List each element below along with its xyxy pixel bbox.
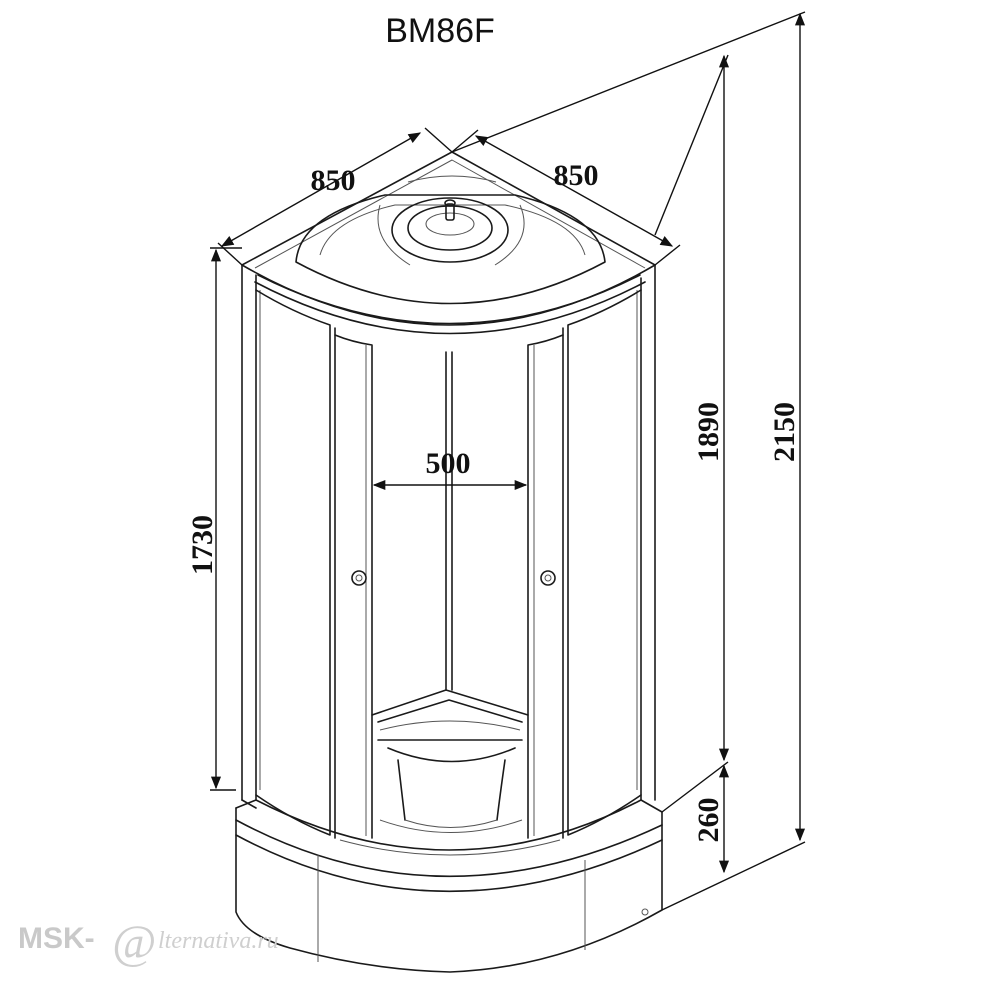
watermark-logo-glyph: @ xyxy=(112,916,156,969)
svg-text:500: 500 xyxy=(426,447,471,480)
shower-tray xyxy=(235,799,663,973)
svg-text:2150: 2150 xyxy=(768,402,801,462)
inner-tray-seat xyxy=(377,720,523,833)
ext-line-mid-260 xyxy=(661,761,729,813)
svg-text:MSK-: MSK- xyxy=(18,922,95,955)
right-sliding-door xyxy=(527,334,564,839)
dim-2150-total: 2150 xyxy=(768,12,806,842)
left-sliding-door xyxy=(334,334,373,839)
ext-line-top-1890 xyxy=(654,54,729,236)
left-fixed-glass xyxy=(255,289,336,839)
svg-text:lternativa.ru: lternativa.ru xyxy=(158,928,279,954)
ext-line-top-2150 xyxy=(451,11,806,153)
dim-500-opening: 500 xyxy=(372,447,528,491)
watermark: MSK- @ lternativa.ru xyxy=(18,916,279,969)
dim-260-tray: 260 xyxy=(692,764,730,874)
svg-text:1730: 1730 xyxy=(186,515,219,575)
svg-text:260: 260 xyxy=(692,798,725,843)
interior-back-walls xyxy=(371,351,529,723)
left-side-panel xyxy=(241,264,261,809)
svg-text:850: 850 xyxy=(311,164,356,197)
svg-text:1890: 1890 xyxy=(692,402,725,462)
right-side-panel xyxy=(636,264,656,801)
ext-line-bottom xyxy=(661,841,806,911)
dim-850-left: 850 xyxy=(217,127,453,266)
model-title: BM86F xyxy=(385,12,495,50)
right-fixed-glass xyxy=(562,289,642,839)
door-handles xyxy=(351,570,556,586)
svg-text:850: 850 xyxy=(554,159,599,192)
dim-1730-height: 1730 xyxy=(186,247,242,791)
dim-1890-cabin: 1890 xyxy=(692,54,730,762)
dim-850-right: 850 xyxy=(451,129,681,266)
